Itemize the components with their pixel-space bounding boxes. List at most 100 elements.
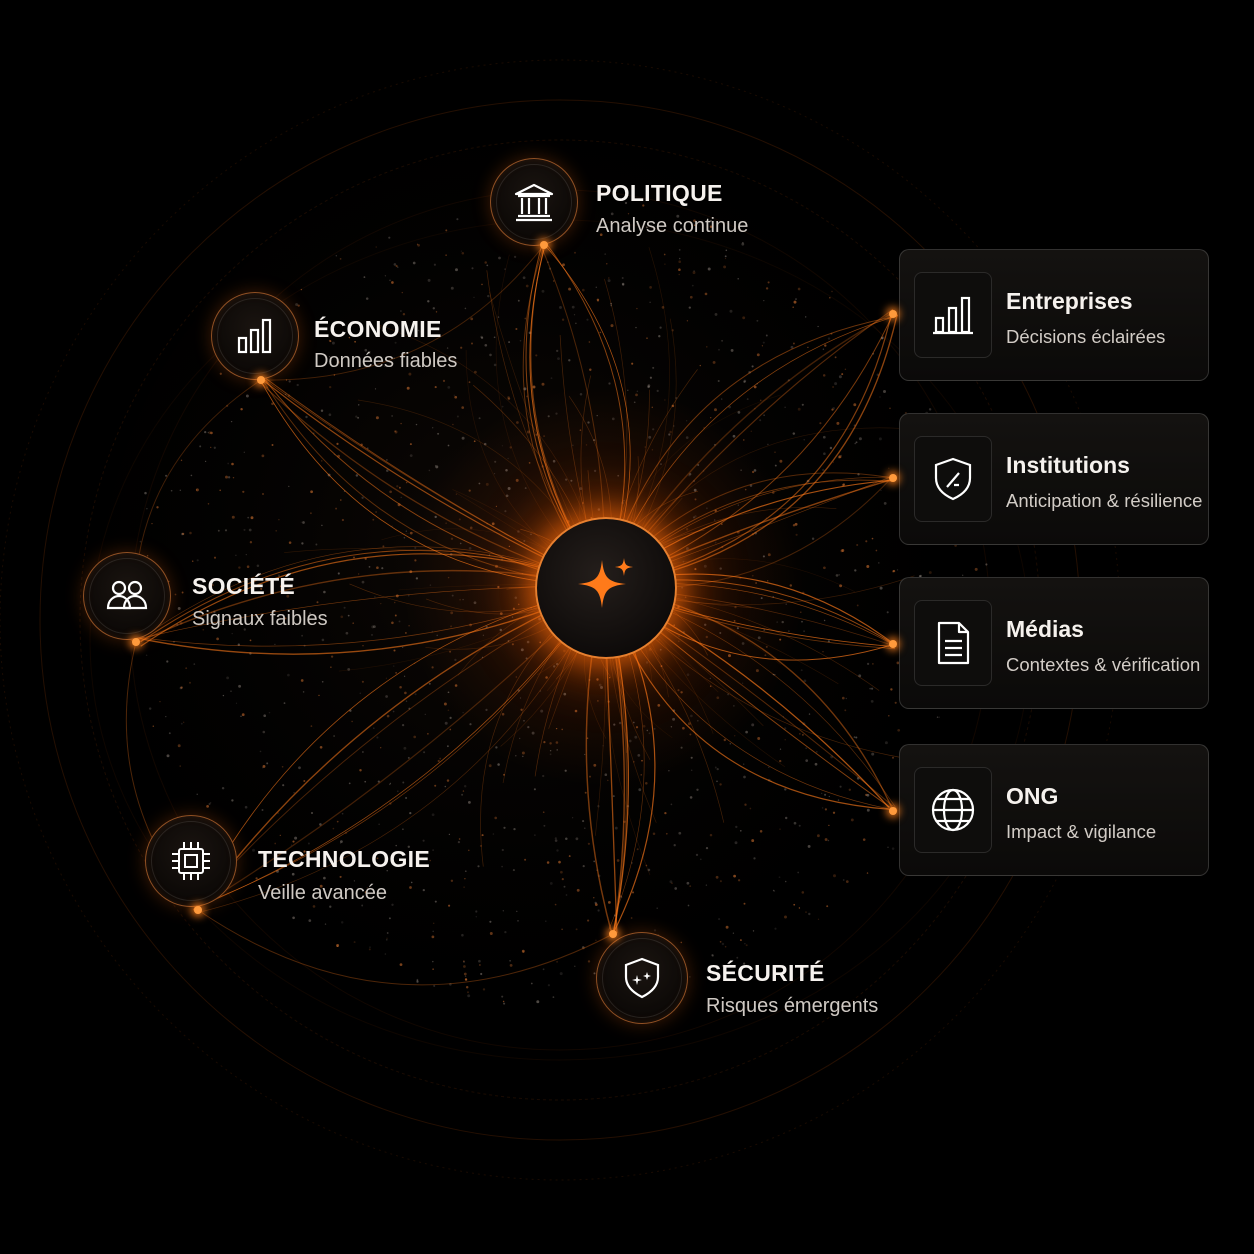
map-dot — [645, 864, 648, 867]
map-dot — [716, 780, 718, 783]
domain-societe-node[interactable] — [83, 552, 171, 640]
map-dot — [878, 562, 880, 564]
map-dot — [196, 793, 198, 795]
map-dot — [866, 872, 869, 874]
map-dot — [179, 621, 183, 625]
map-dot — [824, 344, 827, 347]
map-dot — [226, 676, 230, 680]
map-dot — [744, 803, 747, 806]
securite-connector-dot — [609, 930, 617, 938]
audience-card-ong[interactable]: ONG Impact & vigilance — [899, 744, 1209, 876]
map-dot — [333, 735, 335, 737]
connection-line — [140, 553, 605, 647]
map-dot — [328, 413, 332, 417]
map-dot — [663, 253, 666, 256]
map-dot — [581, 288, 585, 292]
map-dot — [285, 379, 288, 381]
map-dot — [375, 246, 377, 248]
map-dot — [871, 687, 874, 690]
map-dot — [409, 443, 412, 446]
map-dot — [355, 474, 359, 477]
map-dot — [892, 756, 894, 759]
map-dot — [658, 335, 661, 338]
map-dot — [881, 336, 884, 340]
map-dot — [405, 530, 408, 532]
map-dot — [541, 289, 545, 293]
domain-politique-node[interactable] — [490, 158, 578, 246]
map-dot — [779, 459, 783, 463]
map-dot — [647, 384, 651, 387]
domain-economie-node[interactable] — [211, 292, 299, 380]
map-dot — [376, 566, 379, 570]
map-dot — [493, 363, 497, 367]
map-dot — [671, 329, 674, 332]
map-dot — [693, 219, 696, 223]
map-dot — [608, 382, 611, 385]
map-dot — [376, 736, 379, 739]
map-dot — [468, 381, 471, 384]
map-dot — [402, 861, 405, 864]
map-dot — [336, 945, 339, 947]
map-dot — [693, 224, 696, 227]
map-dot — [362, 644, 364, 647]
map-dot — [807, 346, 809, 349]
map-dot — [391, 281, 394, 284]
map-dot — [647, 868, 651, 872]
map-dot — [556, 349, 559, 353]
domain-securite-node[interactable] — [596, 932, 688, 1024]
map-dot — [329, 385, 332, 389]
map-dot — [584, 791, 587, 794]
map-dot — [757, 737, 761, 740]
central-hub[interactable] — [535, 517, 677, 659]
map-dot — [798, 907, 801, 909]
map-dot — [507, 396, 510, 399]
map-dot — [400, 496, 402, 499]
map-dot — [230, 690, 232, 692]
map-dot — [444, 721, 448, 725]
shield-icon — [934, 457, 972, 501]
map-dot — [584, 827, 586, 829]
map-dot — [837, 799, 840, 801]
map-dot — [353, 941, 356, 944]
map-dot — [782, 716, 785, 718]
map-dot — [450, 879, 454, 882]
map-dot — [406, 386, 410, 390]
map-dot — [321, 680, 324, 683]
map-dot — [209, 801, 212, 804]
map-dot — [219, 372, 222, 375]
map-dot — [195, 488, 199, 492]
map-dot — [256, 564, 260, 568]
map-dot — [519, 339, 522, 342]
map-dot — [753, 857, 756, 860]
map-dot — [494, 816, 498, 820]
domain-technologie-node[interactable] — [145, 815, 237, 907]
map-dot — [427, 278, 431, 282]
map-dot — [386, 932, 389, 934]
map-dot — [745, 944, 748, 947]
map-dot — [344, 831, 348, 835]
map-dot — [595, 286, 598, 289]
map-dot — [823, 619, 826, 622]
map-dot — [288, 541, 292, 544]
map-dot — [489, 353, 492, 357]
connection-line — [197, 909, 614, 986]
map-dot — [819, 422, 822, 425]
audience-card-medias[interactable]: Médias Contextes & vérification — [899, 577, 1209, 709]
map-dot — [607, 279, 611, 283]
map-dot — [401, 291, 403, 294]
map-dot — [582, 865, 585, 868]
map-dot — [231, 515, 235, 519]
map-dot — [302, 691, 305, 693]
audience-card-entreprises[interactable]: Entreprises Décisions éclairées — [899, 249, 1209, 381]
map-dot — [792, 342, 795, 345]
ong-connector-dot — [889, 807, 897, 815]
map-dot — [179, 489, 182, 492]
map-dot — [480, 336, 484, 340]
audience-card-institutions[interactable]: Institutions Anticipation & résilience — [899, 413, 1209, 545]
map-dot — [855, 441, 858, 444]
map-dot — [475, 915, 478, 918]
map-dot — [832, 407, 835, 410]
map-dot — [381, 329, 384, 332]
map-dot — [554, 903, 557, 906]
map-dot — [845, 880, 849, 883]
